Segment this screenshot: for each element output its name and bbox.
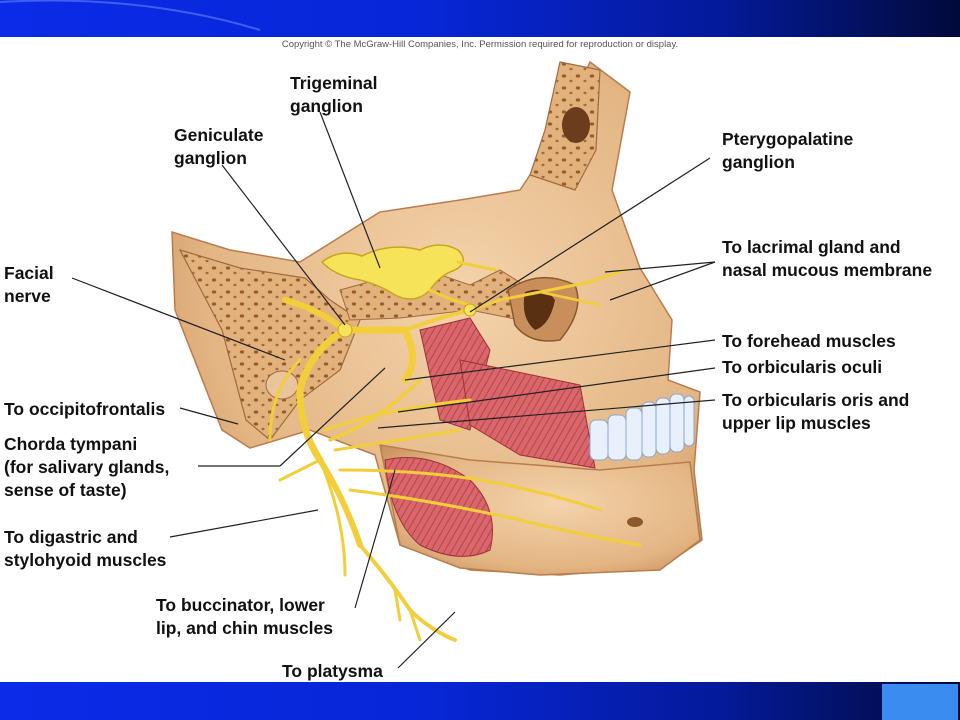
- geniculate-ganglion: [337, 322, 353, 338]
- label-platysma: To platysma: [282, 661, 383, 681]
- label-chorda-tympani: Chorda tympani (for salivary glands, sen…: [4, 434, 170, 500]
- lower-jaw-muscle: [384, 457, 493, 557]
- maxillary-opening: [523, 289, 555, 330]
- facial-nerve-illustration: [71, 60, 716, 669]
- mental-foramen: [627, 517, 643, 527]
- label-pterygopalatine-ganglion: Pterygopalatine ganglion: [722, 129, 854, 172]
- label-orbicularis-oculi: To orbicularis oculi: [722, 357, 883, 377]
- temporalis-muscle: [459, 359, 596, 469]
- label-facial-nerve: Facial nerve: [4, 263, 54, 306]
- upper-teeth: [589, 393, 695, 461]
- band-swoosh: [0, 0, 261, 31]
- copyright-notice: Copyright © The McGraw-Hill Companies, I…: [281, 39, 679, 50]
- leader-lines: [71, 111, 716, 669]
- label-orbicularis-oris: To orbicularis oris and upper lip muscle…: [722, 390, 910, 433]
- label-geniculate-ganglion: Geniculate ganglion: [174, 125, 264, 168]
- corner-square: [882, 684, 958, 720]
- pterygopalatine-ganglion: [463, 303, 477, 317]
- footer-band: [0, 682, 960, 720]
- label-trigeminal-ganglion: Trigeminal ganglion: [290, 73, 378, 116]
- label-digastric-stylohyoid: To digastric and stylohyoid muscles: [4, 527, 167, 570]
- label-buccinator: To buccinator, lower lip, and chin muscl…: [156, 595, 333, 638]
- label-lacrimal-gland: To lacrimal gland and nasal mucous membr…: [722, 237, 933, 280]
- label-forehead-muscles: To forehead muscles: [722, 331, 896, 351]
- title-band: [0, 0, 960, 37]
- frontal-sinus: [562, 107, 590, 143]
- label-occipitofrontalis: To occipitofrontalis: [4, 399, 166, 419]
- facial-nerve-branches: [268, 260, 642, 642]
- temporal-bone-cross-section: [178, 249, 361, 441]
- trigeminal-ganglion: [320, 244, 464, 300]
